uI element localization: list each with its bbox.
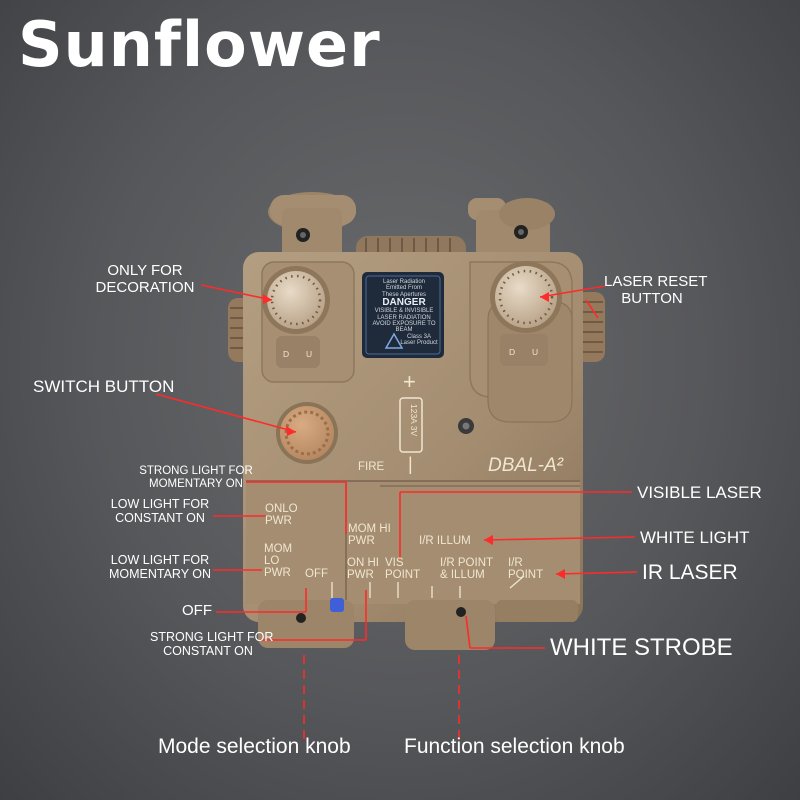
brand-title: Sunflower <box>18 8 381 81</box>
right-knob-d: D <box>509 347 516 357</box>
switch-button-shape <box>276 402 338 464</box>
label-ir-laser: IR LASER <box>642 561 738 584</box>
label-laser-reset-button: LASER RESET BUTTON <box>604 273 708 307</box>
mode-on-hi-pwr: ON HI PWR <box>347 557 379 582</box>
warning-label-text: Laser Radiation Emitted From These Apert… <box>372 279 438 346</box>
laser-warning-label <box>362 272 444 358</box>
label-function-selection-knob: Function selection knob <box>404 735 625 758</box>
label-visible-laser: VISIBLE LASER <box>637 483 762 502</box>
label-strong-light-momentary: STRONG LIGHT FOR MOMENTARY ON <box>139 465 253 490</box>
label-low-light-constant: LOW LIGHT FOR CONSTANT ON <box>110 497 210 525</box>
decoration-knob <box>262 266 330 368</box>
annotation-lines <box>155 284 638 740</box>
mode-mom-hi-pwr: MOM HI PWR <box>348 523 391 548</box>
model-engraving: DBAL-A² <box>488 455 563 476</box>
function-ir-point-illum: I/R POINT & ILLUM <box>440 557 494 582</box>
left-knob-u: U <box>306 349 313 359</box>
label-mode-selection-knob: Mode selection knob <box>158 735 351 758</box>
label-only-for-decoration: ONLY FOR DECORATION <box>95 262 195 296</box>
laser-reset-knob <box>490 261 562 366</box>
label-switch-button: SWITCH BUTTON <box>33 377 175 396</box>
battery-plus: + <box>403 369 416 394</box>
mode-onlo-pwr: ONLO PWR <box>265 503 298 528</box>
function-ir-illum: I/R ILLUM <box>419 535 471 547</box>
battery-minus: | <box>408 454 413 474</box>
label-off: OFF <box>182 602 212 619</box>
label-low-light-momentary: LOW LIGHT FOR MOMENTARY ON <box>108 553 212 581</box>
right-knob-u: U <box>532 347 539 357</box>
battery-spec: 123A 3V <box>409 404 419 436</box>
label-white-strobe: WHITE STROBE <box>550 634 733 661</box>
left-knob-d: D <box>283 349 290 359</box>
label-white-light: WHITE LIGHT <box>640 528 750 547</box>
mode-off: OFF <box>305 568 328 580</box>
fire-engraving: FIRE <box>358 461 385 473</box>
label-strong-light-constant: STRONG LIGHT FOR CONSTANT ON <box>150 630 274 658</box>
function-ir-point: I/R POINT <box>508 557 544 582</box>
mode-mom-lo-pwr: MOM LO PWR <box>264 543 293 580</box>
function-vis-point: VIS POINT <box>385 557 421 582</box>
function-selection-knob-shape <box>405 600 578 650</box>
